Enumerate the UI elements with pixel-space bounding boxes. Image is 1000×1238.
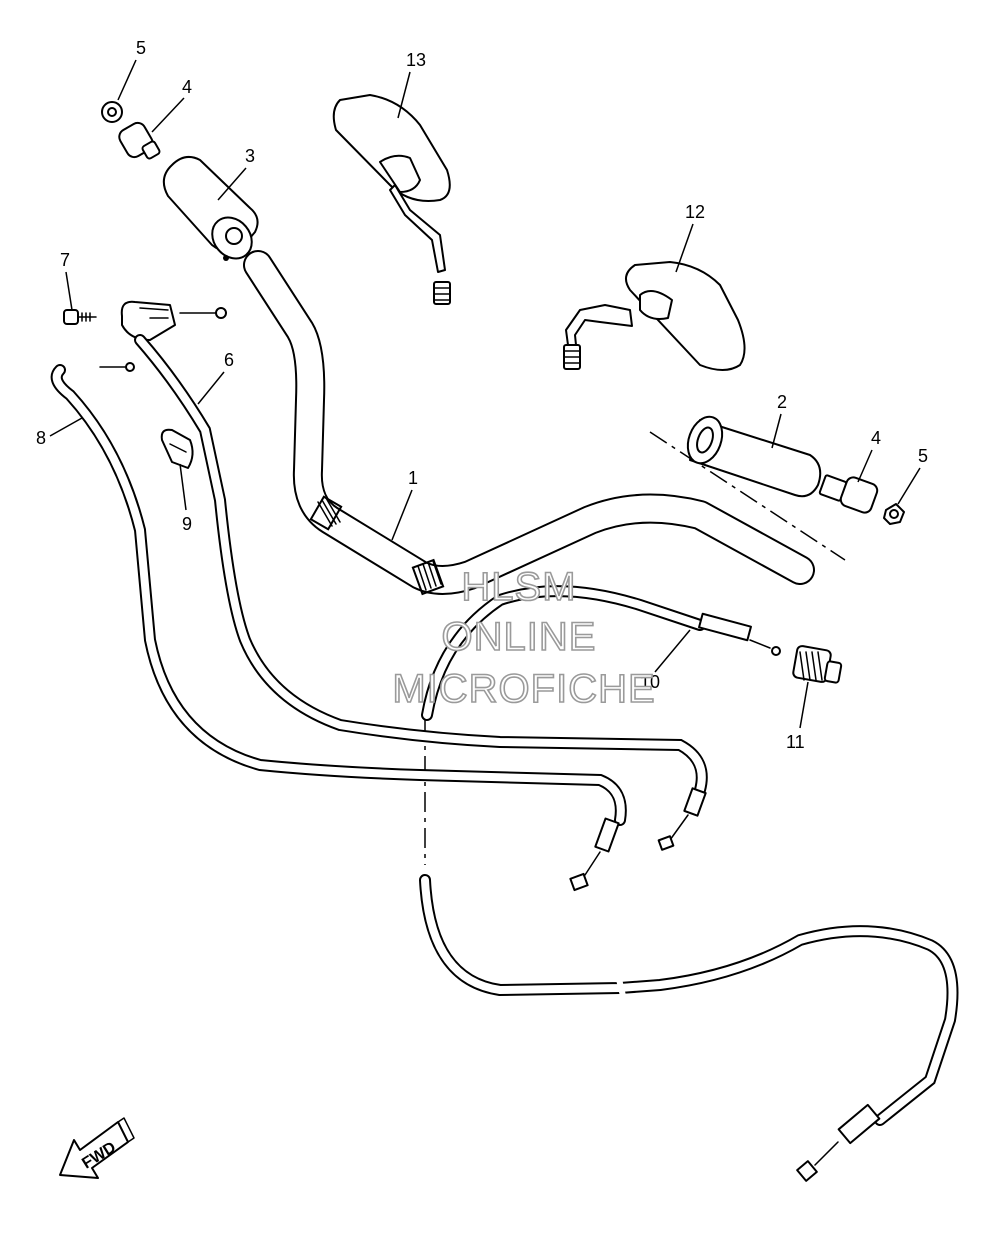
callout-1: 1 — [391, 468, 418, 541]
cable-nipple-1 — [215, 307, 227, 319]
callout-6: 6 — [197, 350, 234, 405]
mirror-left — [332, 94, 451, 305]
callout-11: 11 — [786, 681, 809, 752]
knurl-left — [309, 495, 343, 531]
callout-label: 6 — [224, 350, 234, 370]
callout-label: 9 — [182, 514, 192, 534]
callout-label: 4 — [182, 77, 192, 97]
callout-label: 13 — [406, 50, 426, 70]
throttle-cable-6 — [134, 334, 708, 851]
callout-4-left: 4 — [151, 77, 192, 133]
knurl-right — [411, 558, 445, 596]
callout-label: 5 — [918, 446, 928, 466]
callout-label: 12 — [685, 202, 705, 222]
callout-label: 3 — [245, 146, 255, 166]
handlebar — [243, 250, 815, 596]
watermark: HLSM ONLINE MICROFICHE — [392, 564, 656, 712]
grip-end-right — [818, 474, 879, 514]
callout-label: 2 — [777, 392, 787, 412]
left-grip — [162, 155, 259, 261]
callout-label: 8 — [36, 428, 46, 448]
mirror-right — [563, 261, 746, 371]
callout-label: 1 — [408, 468, 418, 488]
callout-7: 7 — [60, 250, 73, 311]
callout-5-left: 5 — [117, 38, 146, 101]
callout-label: 10 — [640, 672, 660, 692]
callout-label: 4 — [871, 428, 881, 448]
nut-left — [101, 101, 123, 123]
cable-bracket — [120, 300, 176, 341]
right-grip — [686, 415, 822, 498]
cable-8 — [50, 364, 627, 892]
callout-4-right: 4 — [857, 428, 881, 483]
cable-clamp — [160, 428, 194, 469]
nut-right — [883, 503, 905, 525]
clutch-cable-10 — [419, 585, 959, 1182]
callout-2: 2 — [771, 392, 787, 449]
fwd-arrow: FWD — [59, 1117, 135, 1179]
callout-label: 11 — [786, 732, 805, 752]
callout-13: 13 — [397, 50, 426, 119]
callout-3: 3 — [217, 146, 255, 201]
callout-10: 10 — [640, 629, 691, 692]
callout-12: 12 — [675, 202, 705, 273]
screw — [63, 309, 97, 325]
alignment-line-right — [649, 431, 846, 561]
cable-nipple-2 — [125, 362, 135, 372]
callout-5-right: 5 — [897, 446, 928, 505]
grip-end-left — [118, 121, 161, 160]
callout-label: 5 — [136, 38, 146, 58]
cable-adjuster — [792, 645, 843, 684]
watermark-line-3: MICROFICHE — [392, 667, 655, 711]
callout-label: 7 — [60, 250, 70, 270]
watermark-line-1: HLSM — [461, 565, 576, 609]
callout-9: 9 — [179, 463, 192, 534]
watermark-line-2: ONLINE — [442, 615, 597, 659]
callout-8: 8 — [36, 417, 83, 448]
